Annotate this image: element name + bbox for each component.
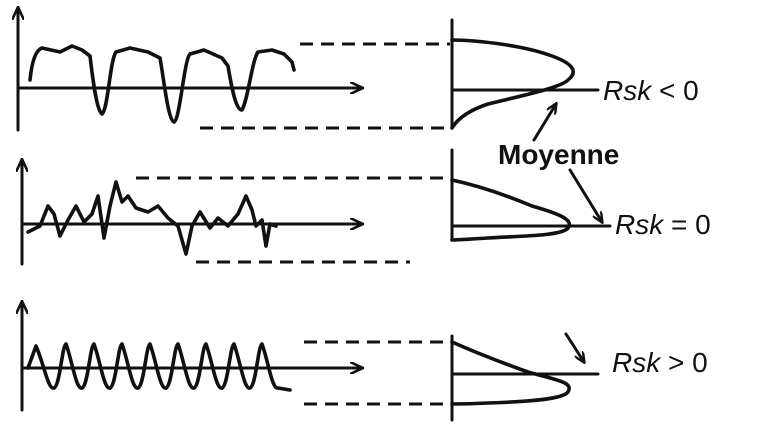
row-negative-skew: Rsk < 0 <box>18 8 699 132</box>
distribution-2-curve <box>450 178 572 242</box>
svg-text:Rsk > 0: Rsk > 0 <box>612 347 708 378</box>
mean-marker-arrow <box>564 332 584 362</box>
rsk-label-2: Rsk = 0 <box>615 209 711 240</box>
row-positive-skew: Rsk > 0 <box>22 302 708 422</box>
svg-text:Rsk < 0: Rsk < 0 <box>603 75 699 106</box>
profile-3-curve <box>26 342 292 392</box>
moyenne-annotation: Moyenne <box>498 104 619 222</box>
profile-1-curve <box>28 44 296 124</box>
profile-2-curve <box>26 180 278 256</box>
rsk-label-1: Rsk < 0 <box>603 75 699 106</box>
moyenne-label: Moyenne <box>498 139 619 170</box>
rsk-label-3: Rsk > 0 <box>612 347 708 378</box>
distribution-3-curve <box>450 340 571 406</box>
svg-text:Rsk = 0: Rsk = 0 <box>615 209 711 240</box>
moyenne-arrow-up <box>532 104 556 142</box>
row-zero-skew: Rsk = 0 <box>22 148 711 266</box>
distribution-1-curve <box>450 38 575 130</box>
moyenne-arrow-down <box>568 168 602 222</box>
